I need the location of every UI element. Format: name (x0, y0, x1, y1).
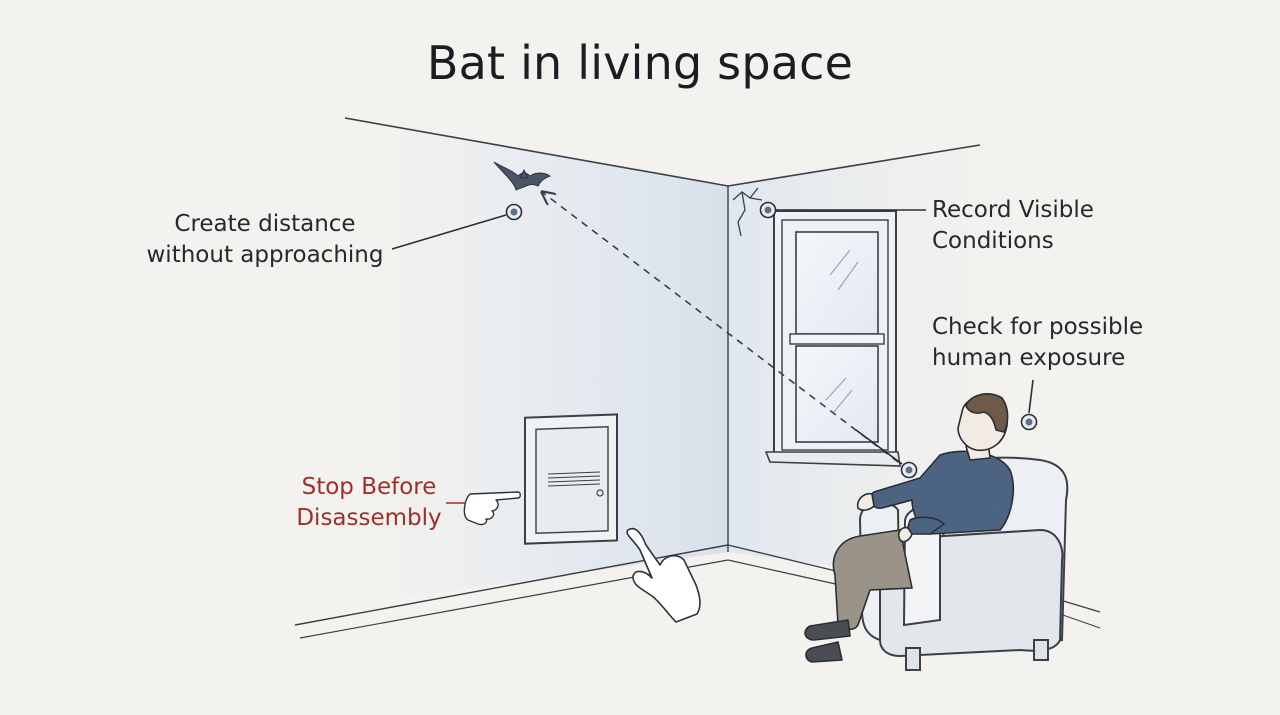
callout-record-conditions-line1: Record Visible (932, 197, 1094, 223)
window-callout-line (855, 429, 903, 465)
callout-record-conditions-line2: Conditions (932, 228, 1054, 254)
callout-stop-disassembly-line1: Stop Before (301, 474, 437, 500)
callout-create-distance: Create distance without approaching (140, 209, 390, 271)
callout-check-exposure-line2: human exposure (932, 345, 1126, 371)
callout-markers (505, 201, 1038, 479)
bat-icon (493, 161, 552, 191)
trajectory-arrow (542, 192, 899, 463)
callout-stop-disassembly-line2: Disassembly (296, 505, 442, 531)
wall-panel (524, 413, 618, 545)
callout-stop-disassembly: Stop Before Disassembly (286, 472, 452, 534)
marker-exposure (1020, 413, 1038, 431)
hand-icon (626, 527, 701, 623)
marker-distance (505, 203, 523, 221)
wall-crack (732, 187, 763, 237)
distance-callout-line (391, 214, 507, 250)
marker-record (759, 201, 777, 219)
callout-record-conditions: Record Visible Conditions (932, 195, 1192, 257)
callout-create-distance-line1: Create distance (174, 211, 356, 237)
seated-person (804, 393, 1014, 663)
pointing-hand-icon (463, 491, 521, 526)
callout-check-exposure-line1: Check for possible (932, 314, 1144, 340)
window (764, 210, 901, 467)
callout-check-exposure: Check for possible human exposure (932, 312, 1192, 374)
exposure-callout-line (1028, 379, 1034, 414)
callout-create-distance-line2: without approaching (146, 242, 384, 268)
page-title: Bat in living space (426, 36, 854, 90)
marker-window-sill (900, 461, 918, 479)
